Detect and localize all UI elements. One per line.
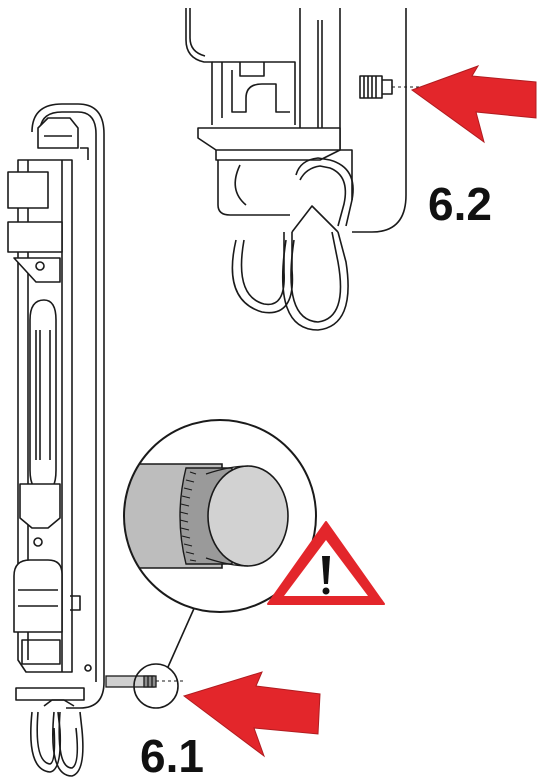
arrow-left-icon <box>182 671 321 758</box>
detail-marker-circle <box>133 663 179 709</box>
left-profile-part <box>7 103 105 777</box>
step-label-6-2: 6.2 <box>428 178 492 230</box>
pin-small <box>105 675 184 688</box>
top-detail-view <box>185 8 420 331</box>
zoom-detail <box>123 419 317 613</box>
arrow-left-icon <box>410 65 537 144</box>
step-label-6-1: 6.1 <box>140 730 204 781</box>
warning-triangle-icon <box>267 521 385 605</box>
detail-leader-line <box>167 603 197 668</box>
